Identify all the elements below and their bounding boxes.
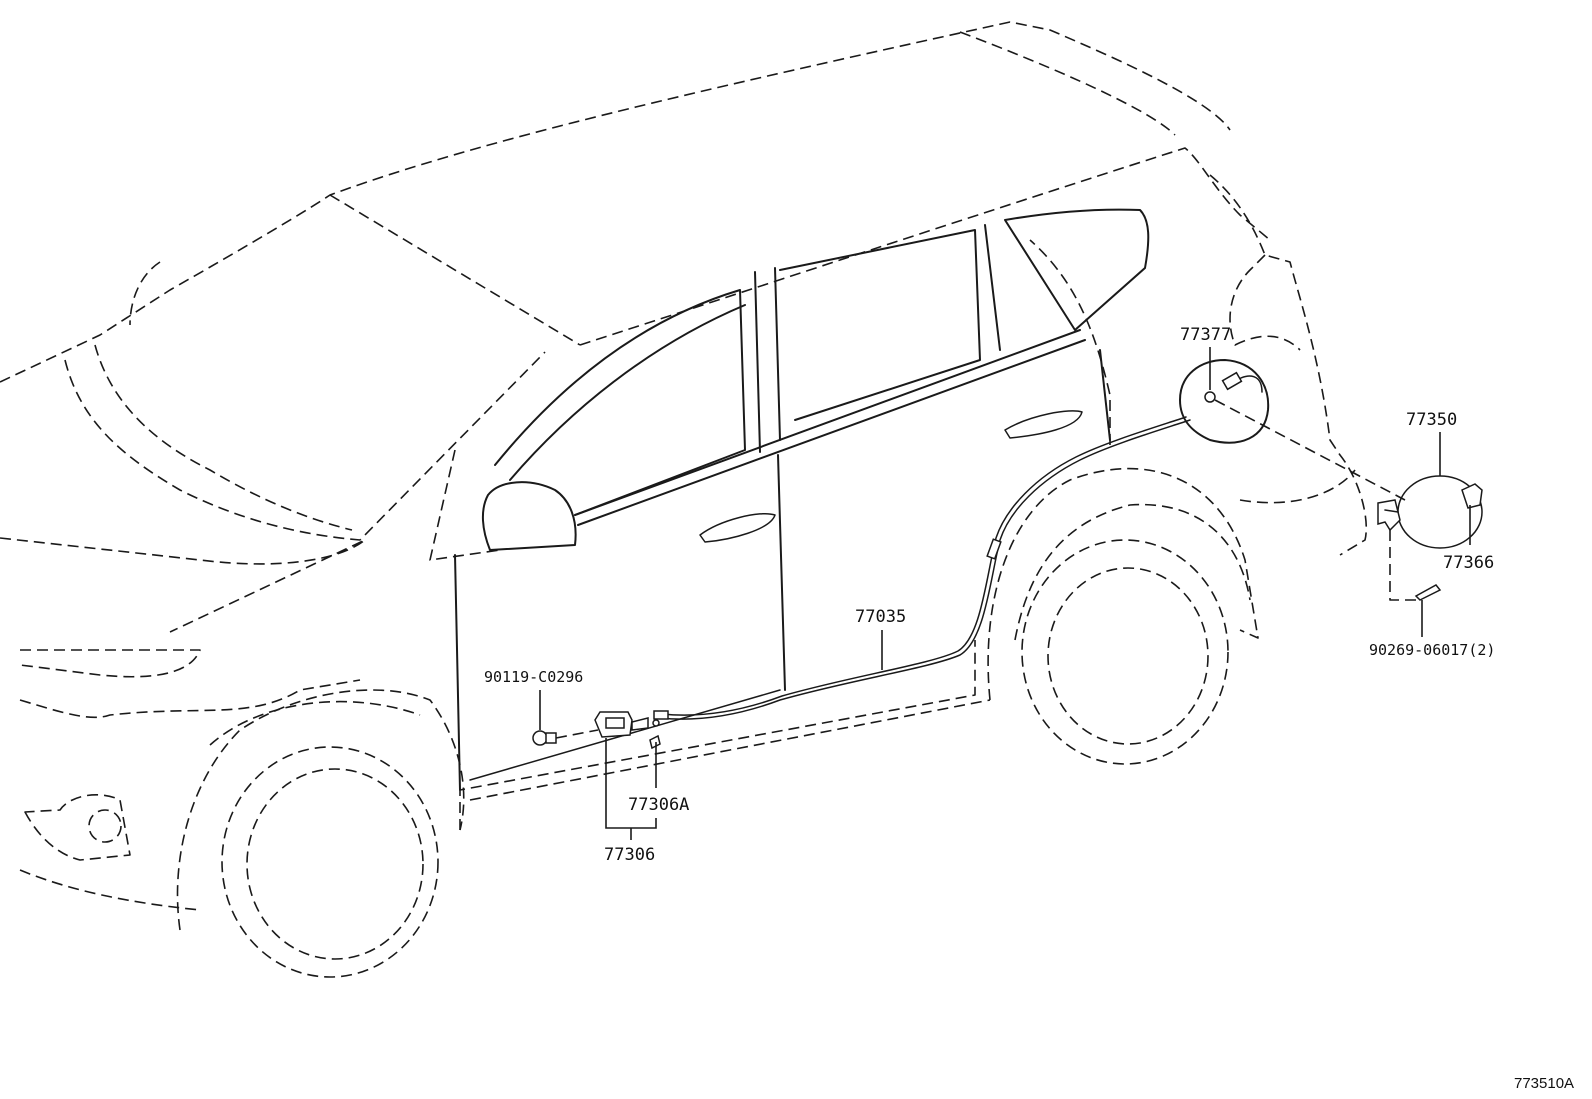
fuel-filler-opening <box>1179 359 1270 444</box>
bolt-90119-c0296 <box>532 729 599 746</box>
callout-77306a: 77306A <box>628 795 689 815</box>
callout-90119-c0296: 90119-C0296 <box>484 668 583 686</box>
fuel-lid-opener-lever <box>532 711 661 750</box>
fuel-lid-release-cable <box>653 371 1263 720</box>
callout-labels: 77377 77350 77366 90269-06017(2) 77035 9… <box>484 325 1495 865</box>
callout-77350: 77350 <box>1406 410 1457 430</box>
callout-77377: 77377 <box>1180 325 1231 345</box>
callout-77366: 77366 <box>1443 553 1494 573</box>
doors-and-windows <box>454 208 1150 791</box>
leader-lines <box>539 347 1471 840</box>
figure-code: 773510A <box>1514 1075 1574 1092</box>
fuel-filler-lid-assembly <box>1214 399 1483 601</box>
callout-77306: 77306 <box>604 845 655 865</box>
callout-77035: 77035 <box>855 607 906 627</box>
vehicle-body-outline <box>0 21 1368 978</box>
callout-90269-06017: 90269-06017(2) <box>1369 641 1495 659</box>
